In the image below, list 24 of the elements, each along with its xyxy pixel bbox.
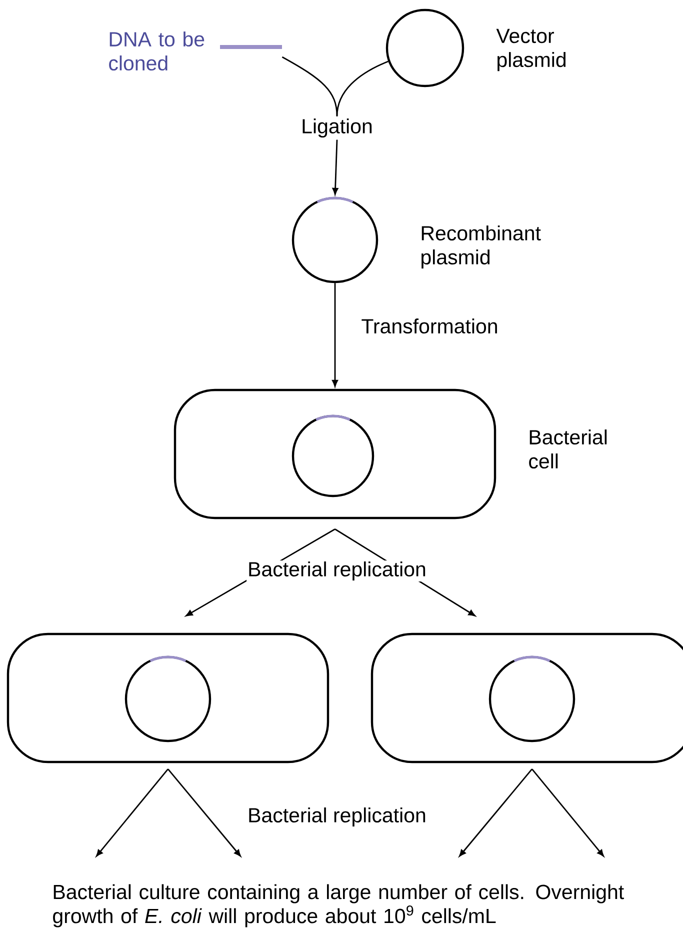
plasmid-circle: [386, 8, 464, 88]
caption: Bacterial culture containing a large number of cells. Overnight growth of E. coli will produce about 10$^{9}$ cells/mL: [53, 884, 624, 928]
arrow: [531, 768, 604, 857]
arrow: [459, 768, 533, 857]
bacterial-cell: [6, 632, 330, 764]
dna-fragment: [220, 45, 282, 49]
plasmid-circle: [292, 414, 374, 498]
arrow: [332, 283, 338, 387]
step-label: Bacterial replication: [249, 807, 426, 827]
plasmid-circle: [488, 656, 576, 742]
side-label: Recombinant plasmid: [422, 225, 541, 269]
edge-label: Bacterial replication: [246, 560, 428, 582]
arrow: [332, 140, 338, 195]
plasmid-circle: [124, 656, 212, 742]
plasmid-circle: [292, 196, 378, 284]
side-label: Vector plasmid: [496, 28, 566, 72]
edge-label: Transformation: [362, 318, 497, 334]
process-label: Ligation: [302, 118, 372, 138]
bacterial-cell: [174, 388, 496, 520]
side-label: Bacterial cell: [529, 429, 607, 469]
arrow: [167, 768, 241, 857]
side-label: DNA to be cloned: [109, 31, 204, 71]
arrow: [96, 768, 169, 857]
bacterial-cell: [370, 632, 683, 764]
